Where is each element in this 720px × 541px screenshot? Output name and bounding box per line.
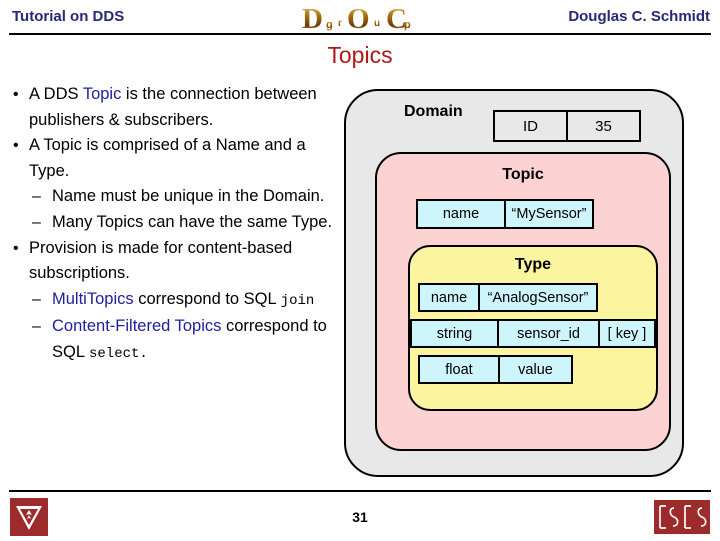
bullet-item: Name must be unique in the Domain. [10,184,340,210]
domain-label: Domain [404,103,463,120]
bullet-text-run: Name must be unique in the Domain. [52,187,325,206]
bullet-item: A DDS Topic is the connection between pu… [10,82,340,133]
topic-box: Topic name “MySensor” Type name “AnalogS… [375,152,671,451]
type-float-row: float value [418,355,573,384]
bullet-text-run: is the connection between publishers & s… [29,85,317,129]
bullet-text-run: select. [89,345,148,362]
domain-id-row: ID 35 [493,110,641,142]
topic-name-key: name [442,206,480,222]
bullet-text-run: correspond to SQL [52,317,327,361]
bullet-item: Provision is made for content-based subs… [10,236,340,287]
svg-text:D: D [302,3,323,34]
header-divider [9,33,711,35]
header-left-title: Tutorial on DDS [12,8,125,25]
doc-group-logo: D g r O u C p [300,2,430,35]
type-label: Type [514,256,552,273]
type-string-row: string sensor_id [ key ] [410,319,656,348]
type-string-field: sensor_id [497,321,598,346]
topic-structure-diagram: Domain ID 35 Topic name “MySensor” Type … [344,89,686,479]
bullet-item: Many Topics can have the same Type. [10,210,340,236]
bullet-item: A Topic is comprised of a Name and a Typ… [10,133,340,184]
bullet-text-run: Many Topics can have the same Type. [52,212,333,231]
bullet-list: A DDS Topic is the connection between pu… [10,82,340,368]
bullet-item: Content-Filtered Topics correspond to SQ… [10,314,340,367]
svg-text:u: u [374,18,380,29]
domain-id-key: ID [523,117,538,135]
bullet-text-run: Topic [82,85,122,103]
domain-id-value: 35 [566,112,639,140]
isis-logo-svg [654,500,710,534]
type-string-type: string [436,325,473,342]
svg-text:r: r [338,18,342,29]
type-float-type: float [445,361,473,378]
bullet-text-run: MultiTopics [52,289,134,308]
type-name-key: name [430,289,468,306]
vanderbilt-v-logo-svg [10,498,48,536]
topic-name-row: name “MySensor” [416,199,594,229]
svg-text:O: O [347,3,370,34]
svg-text:p: p [404,19,411,31]
bullet-item: MultiTopics correspond to SQL join [10,287,340,315]
bullet-text-run: join [280,292,315,309]
type-box: Type name “AnalogSensor” string sensor_i… [408,245,658,411]
type-name-value: “AnalogSensor” [478,285,596,310]
bullet-text-run: A DDS [29,85,83,103]
page-number: 31 [352,509,368,525]
slide-header: Tutorial on DDS D g r O u C p Douglas C.… [0,0,720,38]
isis-logo [654,500,710,534]
bullet-text-run: Content-Filtered Topics [52,317,222,336]
svg-text:g: g [326,19,333,31]
doc-group-logo-svg: D g r O u C p [302,3,411,35]
type-float-field: value [498,357,571,382]
svg-text:C: C [386,3,407,34]
header-right-title: Douglas C. Schmidt [568,8,710,25]
bullet-text-run: Provision is made for content-based subs… [29,238,293,283]
domain-box: Domain ID 35 Topic name “MySensor” Type … [344,89,684,477]
footer-divider [9,490,711,492]
type-name-row: name “AnalogSensor” [418,283,598,312]
vanderbilt-v-logo [10,498,48,536]
type-string-key-annotation: [ key ] [598,321,654,346]
topic-name-value: “MySensor” [504,201,592,227]
topic-label: Topic [502,166,544,183]
page-title: Topics [327,42,393,68]
bullet-text-run: correspond to SQL [133,289,281,308]
bullet-text-run: A Topic is comprised of a Name and a Typ… [29,136,306,180]
